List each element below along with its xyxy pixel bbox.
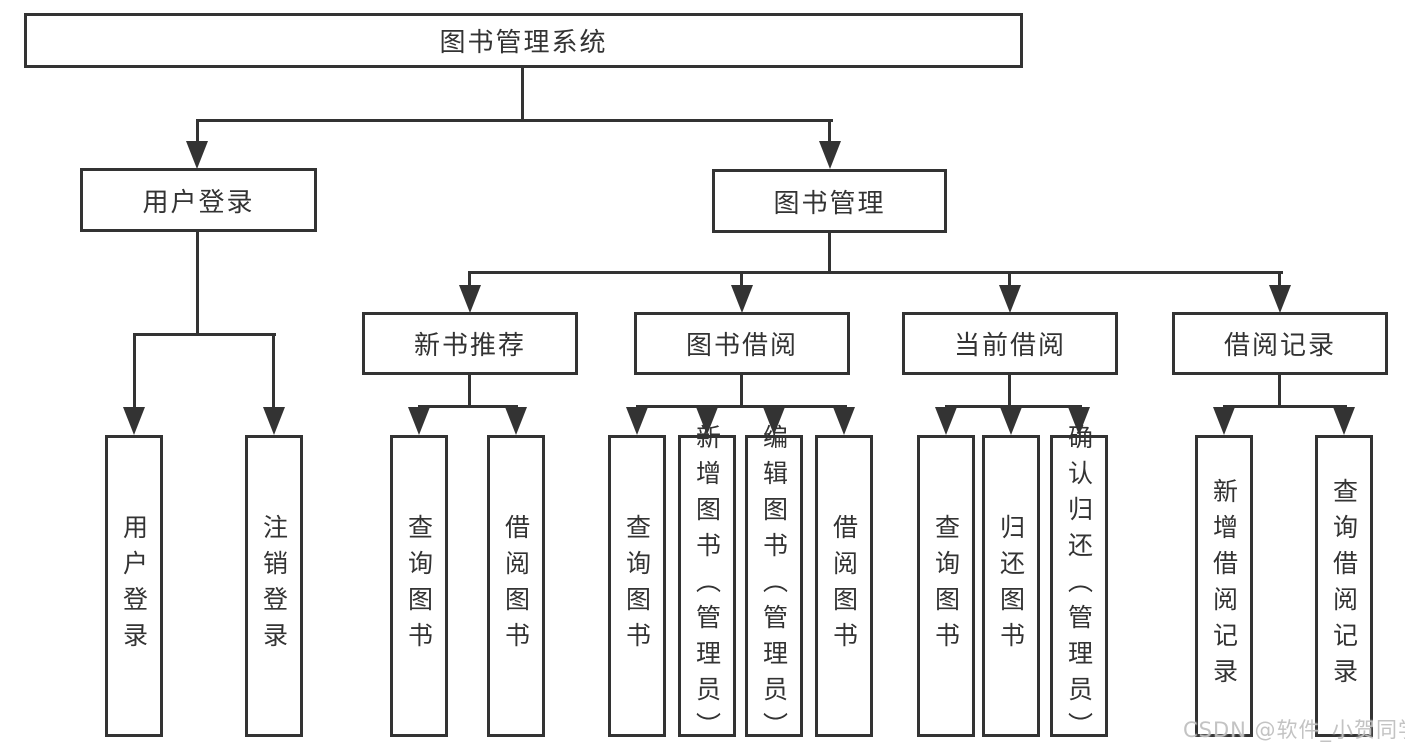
leaf-add-borrow-record: 新增借阅记录 — [1195, 435, 1253, 737]
leaf-logout: 注销登录 — [245, 435, 303, 737]
leaf-query-books-recommend: 查询图书 — [390, 435, 448, 737]
arrowhead-down-icon — [833, 407, 855, 435]
csdn-watermark: CSDN @软件_小贺同学 — [1183, 718, 1405, 742]
leaf-query-books-current-label: 查询图书 — [931, 514, 961, 658]
arrowhead-down-icon — [505, 407, 527, 435]
arrowhead-down-icon — [626, 407, 648, 435]
connector-line — [828, 233, 831, 273]
leaf-confirm-return-admin: 确认归还（管理员） — [1050, 424, 1108, 747]
leaf-borrow-books-label: 借阅图书 — [829, 514, 859, 658]
arrowhead-down-icon — [1000, 407, 1022, 435]
connector-line — [740, 271, 743, 287]
connector-line — [272, 333, 275, 409]
node-library-system-label: 图书管理系统 — [439, 28, 608, 58]
leaf-query-books-borrow: 查询图书 — [608, 435, 666, 737]
connector-line — [469, 271, 1283, 274]
arrowhead-down-icon — [731, 285, 753, 313]
leaf-user-login-label: 用户登录 — [119, 514, 149, 658]
leaf-confirm-return-admin-label: 确认归还（管理员） — [1064, 424, 1094, 747]
node-new-book-recommend: 新书推荐 — [362, 312, 578, 375]
connector-line — [521, 68, 524, 120]
connector-line — [636, 405, 847, 408]
leaf-add-borrow-record-label: 新增借阅记录 — [1209, 478, 1239, 694]
arrowhead-down-icon — [186, 141, 208, 169]
arrowhead-down-icon — [1213, 407, 1235, 435]
connector-line — [945, 405, 1082, 408]
leaf-query-books-recommend-label: 查询图书 — [404, 514, 434, 658]
connector-line — [468, 375, 471, 407]
node-book-management: 图书管理 — [712, 169, 947, 233]
connector-line — [1278, 375, 1281, 407]
leaf-query-borrow-record: 查询借阅记录 — [1315, 435, 1373, 737]
connector-line — [133, 333, 276, 336]
leaf-borrow-books-recommend-label: 借阅图书 — [501, 514, 531, 658]
node-borrow-records-label: 借阅记录 — [1223, 331, 1336, 361]
arrowhead-down-icon — [263, 407, 285, 435]
node-current-borrow: 当前借阅 — [902, 312, 1118, 375]
node-book-management-label: 图书管理 — [773, 188, 886, 219]
arrowhead-down-icon — [123, 407, 145, 435]
connector-line — [196, 119, 833, 122]
arrowhead-down-icon — [408, 407, 430, 435]
leaf-user-login: 用户登录 — [105, 435, 163, 737]
connector-line — [1008, 375, 1011, 407]
arrowhead-down-icon — [935, 407, 957, 435]
arrowhead-down-icon — [999, 285, 1021, 313]
node-borrow-records: 借阅记录 — [1172, 312, 1388, 375]
arrowhead-down-icon — [1269, 285, 1291, 313]
leaf-query-borrow-record-label: 查询借阅记录 — [1329, 478, 1359, 694]
connector-line — [740, 375, 743, 407]
arrowhead-down-icon — [763, 407, 785, 435]
node-book-borrow-label: 图书借阅 — [685, 331, 798, 361]
node-user-login: 用户登录 — [80, 168, 317, 232]
connector-line — [1008, 271, 1011, 287]
arrowhead-down-icon — [819, 141, 841, 169]
connector-line — [418, 405, 518, 408]
leaf-edit-books-admin: 编辑图书（管理员） — [745, 424, 803, 747]
node-library-system: 图书管理系统 — [24, 13, 1023, 68]
arrowhead-down-icon — [459, 285, 481, 313]
leaf-add-books-admin: 新增图书（管理员） — [678, 424, 736, 747]
connector-line — [468, 271, 471, 287]
node-current-borrow-label: 当前借阅 — [953, 331, 1066, 361]
leaf-query-books-current: 查询图书 — [917, 435, 975, 737]
connector-line — [828, 119, 831, 145]
connector-line — [1223, 405, 1347, 408]
arrowhead-down-icon — [696, 407, 718, 435]
leaf-borrow-books-recommend: 借阅图书 — [487, 435, 545, 737]
leaf-return-books: 归还图书 — [982, 435, 1040, 737]
node-new-book-recommend-label: 新书推荐 — [413, 331, 526, 361]
connector-line — [196, 119, 199, 145]
connector-line — [1278, 271, 1281, 287]
node-book-borrow: 图书借阅 — [634, 312, 850, 375]
leaf-add-books-admin-label: 新增图书（管理员） — [692, 424, 722, 747]
leaf-logout-label: 注销登录 — [259, 514, 289, 658]
connector-line — [196, 232, 199, 335]
node-user-login-label: 用户登录 — [142, 187, 255, 218]
leaf-borrow-books: 借阅图书 — [815, 435, 873, 737]
leaf-return-books-label: 归还图书 — [996, 514, 1026, 658]
arrowhead-down-icon — [1333, 407, 1355, 435]
leaf-edit-books-admin-label: 编辑图书（管理员） — [759, 424, 789, 747]
connector-line — [133, 333, 136, 409]
leaf-query-books-borrow-label: 查询图书 — [622, 514, 652, 658]
arrowhead-down-icon — [1068, 407, 1090, 435]
